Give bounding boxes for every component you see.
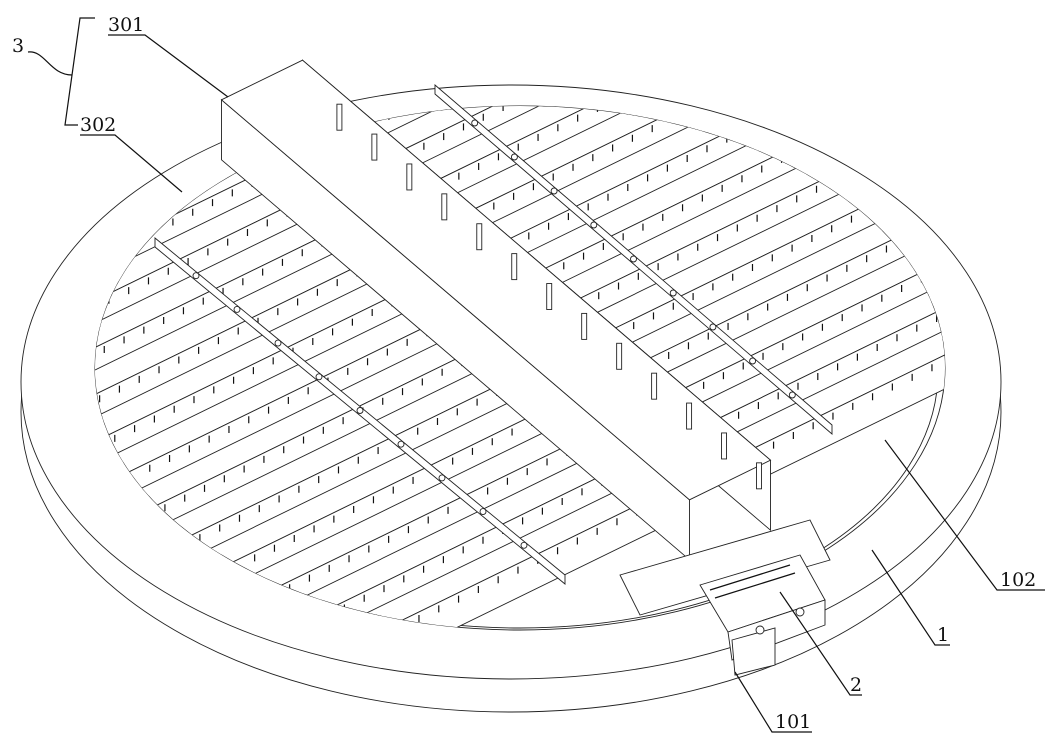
label-3: 3: [12, 35, 24, 57]
channel-slot: [757, 463, 762, 489]
bolt: [521, 542, 527, 548]
bolt: [631, 256, 637, 262]
bolt: [357, 408, 363, 414]
bolt: [398, 441, 404, 447]
bolt: [591, 222, 597, 228]
bolt: [316, 374, 322, 380]
bolt: [750, 358, 756, 364]
channel-slot: [617, 343, 622, 369]
channel-slot: [337, 104, 342, 130]
label-302: 302: [80, 114, 116, 136]
bolt: [789, 392, 795, 398]
trough-top: [318, 0, 741, 89]
channel-slot: [687, 403, 692, 429]
bolt: [551, 188, 557, 194]
channel-slot: [652, 373, 657, 399]
channel-slot: [722, 433, 727, 459]
label-1: 1: [937, 624, 949, 646]
bolt: [234, 306, 240, 312]
label-301: 301: [108, 14, 144, 36]
bolt: [439, 475, 445, 481]
channel-slot: [547, 284, 552, 310]
label-102: 102: [1000, 569, 1036, 591]
channel-slot: [512, 254, 517, 280]
channel-slot: [582, 313, 587, 339]
bolt: [275, 340, 281, 346]
channel-slot: [407, 164, 412, 190]
channel-slot: [477, 224, 482, 250]
channel-slot: [442, 194, 447, 220]
bolt: [670, 290, 676, 296]
bolt: [472, 120, 478, 126]
bolt: [710, 324, 716, 330]
label-101: 101: [775, 711, 811, 733]
bolt: [193, 273, 199, 279]
bolt: [480, 509, 486, 515]
label-2: 2: [850, 674, 862, 696]
channel-slot: [372, 134, 377, 160]
bolt: [511, 154, 517, 160]
